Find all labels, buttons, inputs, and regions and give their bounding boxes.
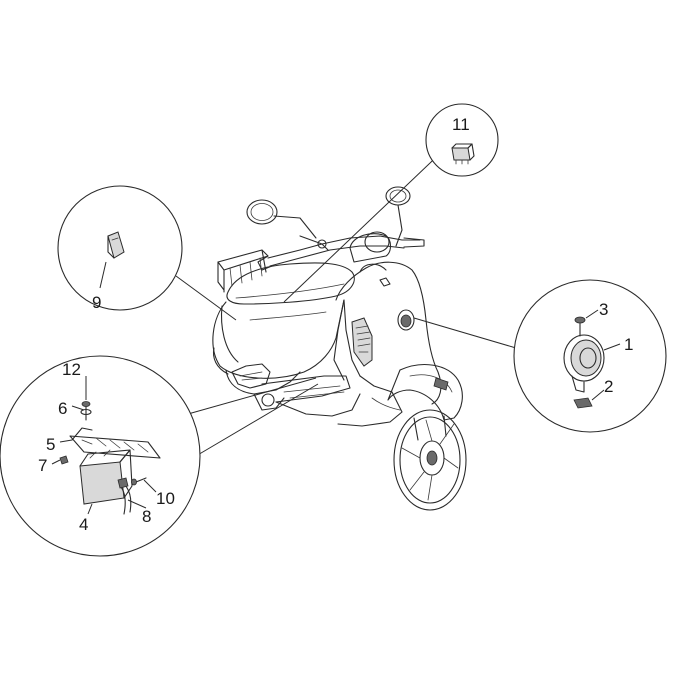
part-label-2: 2 — [604, 377, 613, 396]
lower-body — [337, 375, 403, 427]
front-fender — [387, 364, 463, 421]
callout-horn — [413, 279, 667, 433]
floorboard — [261, 375, 361, 417]
part-label-4: 4 — [79, 515, 88, 534]
engine — [225, 363, 301, 411]
part-label-6: 6 — [58, 399, 67, 418]
handlebar — [257, 231, 425, 271]
part-label-10: 10 — [156, 489, 175, 508]
right-mirror — [385, 186, 411, 247]
leg-shield — [333, 261, 442, 405]
horn-icon — [563, 316, 605, 409]
part-label-7: 7 — [38, 456, 47, 475]
battery-icon — [59, 401, 161, 515]
callout-bracket — [57, 185, 237, 321]
callout-battery — [0, 355, 319, 557]
part-label-5: 5 — [46, 435, 55, 454]
scooter-drawing — [212, 186, 467, 511]
part-label-11: 11 — [452, 115, 470, 134]
part-number-labels: 1 2 3 4 5 6 7 8 9 10 11 12 — [38, 115, 633, 534]
callout-relay — [283, 103, 499, 303]
bracket-icon — [107, 231, 125, 259]
front-wheel — [393, 409, 467, 511]
rear-body — [212, 299, 345, 379]
part-label-3: 3 — [599, 300, 608, 319]
part-label-1: 1 — [624, 335, 633, 354]
part-label-9: 9 — [92, 293, 101, 312]
rear-rack — [217, 249, 269, 293]
relay-icon — [451, 143, 475, 165]
seat — [226, 262, 355, 305]
part-label-8: 8 — [142, 507, 151, 526]
left-mirror — [246, 199, 317, 239]
part-label-12: 12 — [62, 360, 81, 379]
